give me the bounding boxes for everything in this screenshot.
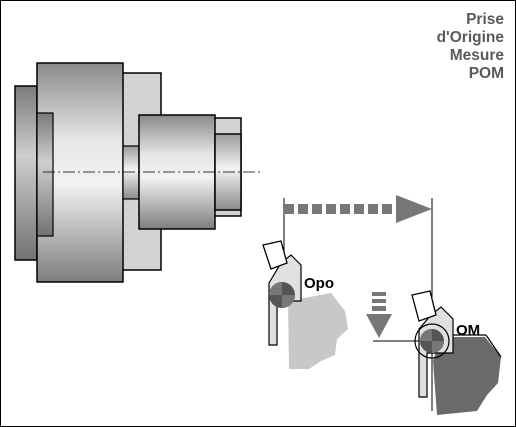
om-reference-ring [414, 323, 450, 359]
title-line-1: Prise [466, 11, 504, 28]
title-line-2: d'Origine [437, 29, 505, 46]
workpiece-fragment-om [433, 337, 501, 415]
dashed-right-arrow-icon [284, 195, 432, 223]
chuck-recess [36, 112, 54, 237]
title-line-4: POM [469, 65, 504, 82]
tool-insert-opo [262, 240, 288, 270]
workpiece-neck [122, 145, 140, 200]
tool-insert-om [411, 290, 437, 322]
lathe-spindle-assembly [14, 62, 263, 283]
tool-om: OM [411, 290, 502, 415]
tool-opo: Opo [262, 240, 348, 369]
title-line-3: Mesure [450, 47, 505, 64]
spindle-rear-ring [14, 85, 38, 261]
dashed-down-arrow-icon [366, 292, 392, 338]
workpiece-fragment-opo [288, 293, 348, 369]
label-opo: Opo [304, 275, 334, 292]
label-om: OM [456, 322, 480, 339]
title-block: Prise d'Origine Mesure POM [437, 11, 505, 82]
